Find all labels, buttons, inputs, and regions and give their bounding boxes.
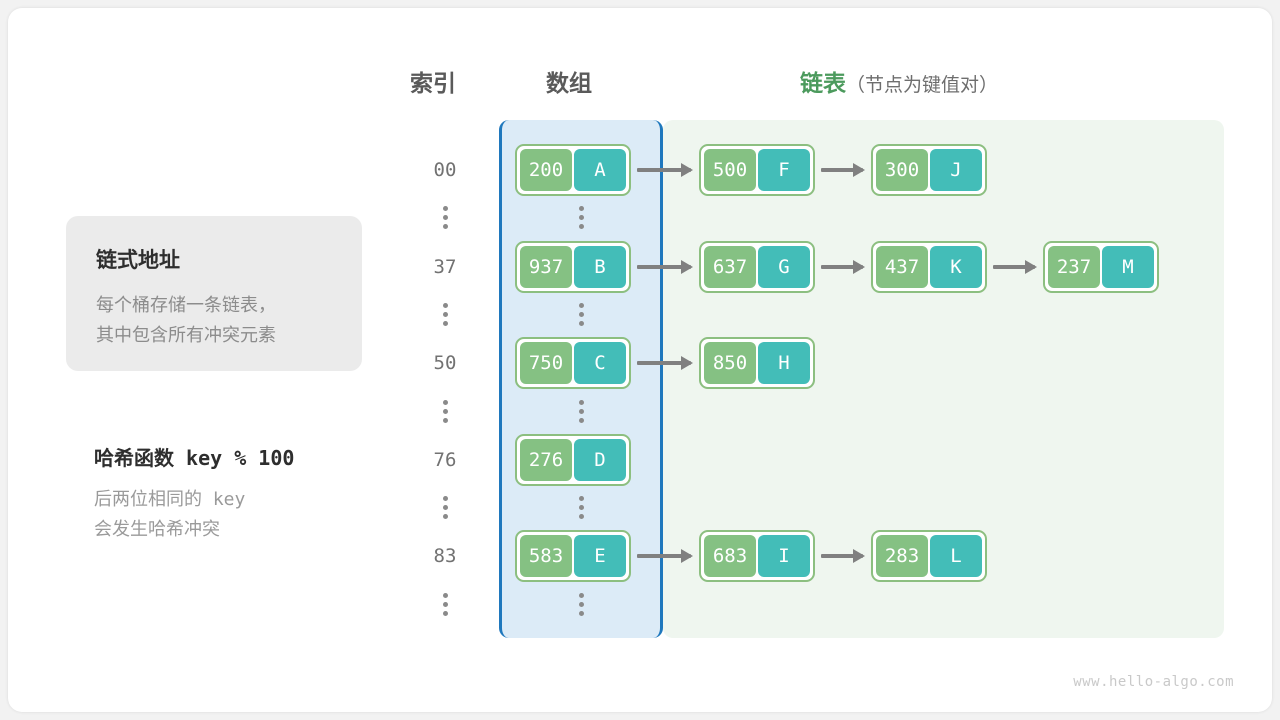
node-key-cell: 237 bbox=[1048, 246, 1100, 288]
node-value-cell: D bbox=[574, 439, 626, 481]
chain-arrow-83-0 bbox=[637, 549, 693, 563]
chain-arrow-37-2 bbox=[993, 260, 1037, 274]
watermark: www.hello-algo.com bbox=[1073, 674, 1234, 690]
node-key-cell: 500 bbox=[704, 149, 756, 191]
node-key-cell: 937 bbox=[520, 246, 572, 288]
chain-arrow-50-0 bbox=[637, 356, 693, 370]
node-value-cell: F bbox=[758, 149, 810, 191]
vertical-ellipsis-index-1 bbox=[435, 303, 455, 326]
node-key-cell: 583 bbox=[520, 535, 572, 577]
vertical-ellipsis-array-2 bbox=[571, 400, 591, 423]
node-key-cell: 283 bbox=[876, 535, 928, 577]
info-card-line-2: 其中包含所有冲突元素 bbox=[96, 325, 276, 345]
hash-function-line-2: 会发生哈希冲突 bbox=[94, 519, 220, 540]
hash-function-note: 哈希函数 key % 100 后两位相同的 key 会发生哈希冲突 bbox=[94, 442, 394, 545]
node-value-cell: J bbox=[930, 149, 982, 191]
node-key-cell: 300 bbox=[876, 149, 928, 191]
index-label-83: 83 bbox=[433, 545, 457, 567]
chain-arrow-00-0 bbox=[637, 163, 693, 177]
node-value-cell: K bbox=[930, 246, 982, 288]
node-value-cell: L bbox=[930, 535, 982, 577]
node-value-cell: H bbox=[758, 342, 810, 384]
node-key-cell: 200 bbox=[520, 149, 572, 191]
index-label-50: 50 bbox=[433, 352, 457, 374]
node-value-cell: G bbox=[758, 246, 810, 288]
index-label-76: 76 bbox=[433, 449, 457, 471]
node-key-cell: 850 bbox=[704, 342, 756, 384]
vertical-ellipsis-index-3 bbox=[435, 496, 455, 519]
vertical-ellipsis-index-0 bbox=[435, 206, 455, 229]
node-value-cell: E bbox=[574, 535, 626, 577]
column-heading-linkedlist: 链表（节点为键值对） bbox=[800, 64, 998, 98]
node-key-cell: 437 bbox=[876, 246, 928, 288]
vertical-ellipsis-array-3 bbox=[571, 496, 591, 519]
node-key-cell: 750 bbox=[520, 342, 572, 384]
chain-arrow-37-0 bbox=[637, 260, 693, 274]
vertical-ellipsis-index-2 bbox=[435, 400, 455, 423]
chain-arrow-37-1 bbox=[821, 260, 865, 274]
chain-arrow-00-1 bbox=[821, 163, 865, 177]
vertical-ellipsis-array-1 bbox=[571, 303, 591, 326]
node-value-cell: B bbox=[574, 246, 626, 288]
node-key-cell: 637 bbox=[704, 246, 756, 288]
info-card-line-1: 每个桶存储一条链表， bbox=[96, 295, 276, 315]
column-heading-linkedlist-main: 链表 bbox=[800, 70, 846, 96]
index-label-37: 37 bbox=[433, 256, 457, 278]
node-key-cell: 276 bbox=[520, 439, 572, 481]
column-heading-array: 数组 bbox=[546, 70, 592, 96]
info-card-title: 链式地址 bbox=[96, 249, 180, 272]
node-value-cell: C bbox=[574, 342, 626, 384]
info-card: 链式地址 每个桶存储一条链表， 其中包含所有冲突元素 bbox=[66, 216, 362, 371]
node-key-cell: 683 bbox=[704, 535, 756, 577]
hash-function-title: 哈希函数 key % 100 bbox=[94, 446, 295, 470]
vertical-ellipsis-array-4 bbox=[571, 593, 591, 616]
index-label-00: 00 bbox=[433, 159, 457, 181]
node-value-cell: I bbox=[758, 535, 810, 577]
chain-arrow-83-1 bbox=[821, 549, 865, 563]
node-value-cell: A bbox=[574, 149, 626, 191]
vertical-ellipsis-array-0 bbox=[571, 206, 591, 229]
vertical-ellipsis-index-4 bbox=[435, 593, 455, 616]
node-value-cell: M bbox=[1102, 246, 1154, 288]
column-heading-linkedlist-sub: （节点为键值对） bbox=[846, 75, 999, 96]
hash-function-line-1: 后两位相同的 key bbox=[94, 489, 246, 510]
column-heading-index: 索引 bbox=[410, 70, 456, 96]
